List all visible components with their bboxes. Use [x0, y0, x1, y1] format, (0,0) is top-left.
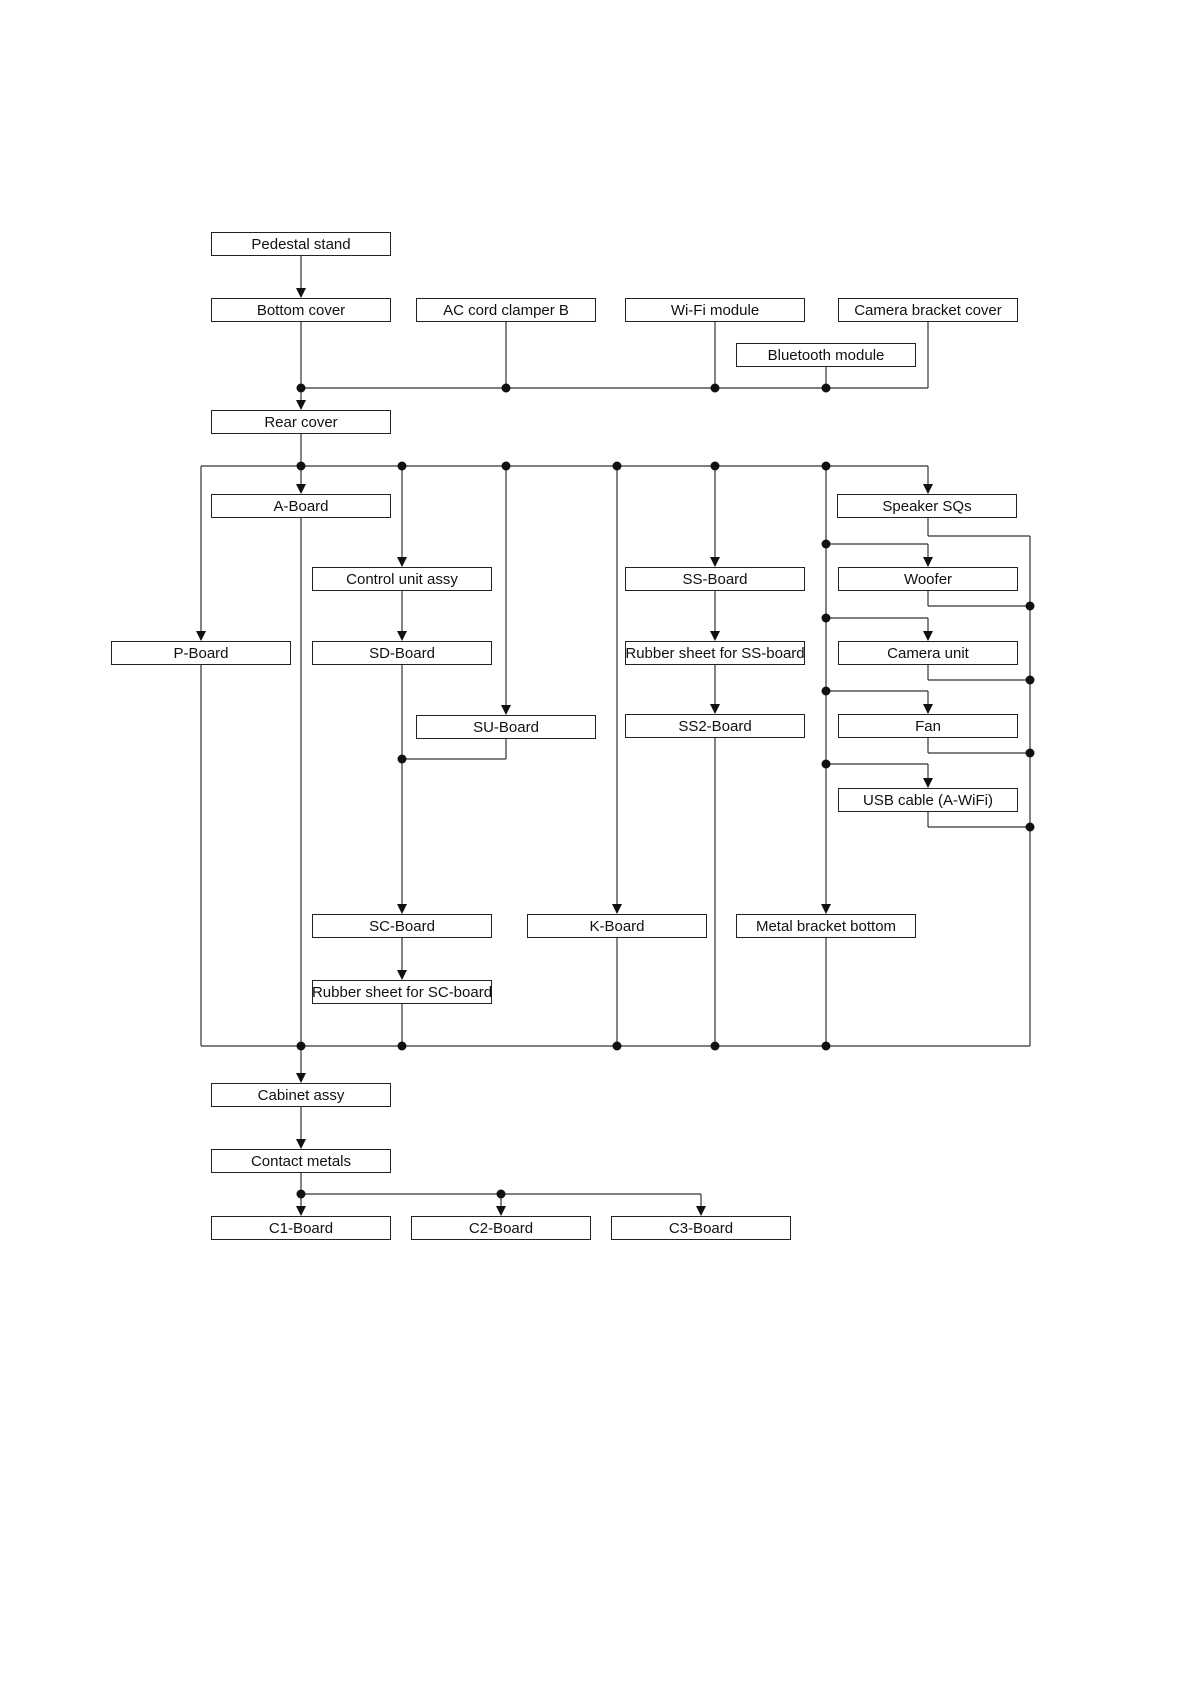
- node-label: USB cable (A-WiFi): [862, 791, 993, 809]
- node-label: Rubber sheet for SC-board: [311, 983, 493, 1001]
- node-label: SC-Board: [369, 917, 435, 935]
- node-bottom-cover: Bottom cover: [211, 298, 391, 322]
- node-ac-cord-clamper-b: AC cord clamper B: [416, 298, 596, 322]
- node-label: Rubber sheet for SS-board: [625, 644, 805, 662]
- node-label: Fan: [915, 717, 941, 735]
- node-sc-board: SC-Board: [312, 914, 492, 938]
- node-fan: Fan: [838, 714, 1018, 738]
- node-label: Speaker SQs: [882, 497, 972, 515]
- node-p-board: P-Board: [111, 641, 291, 665]
- node-c3-board: C3-Board: [611, 1216, 791, 1240]
- node-c2-board: C2-Board: [411, 1216, 591, 1240]
- node-rear-cover: Rear cover: [211, 410, 391, 434]
- node-a-board: A-Board: [211, 494, 391, 518]
- node-ss-board: SS-Board: [625, 567, 805, 591]
- node-label: P-Board: [173, 644, 229, 662]
- node-label: Bottom cover: [256, 301, 346, 319]
- node-label: SU-Board: [473, 718, 539, 736]
- node-label: Metal bracket bottom: [755, 917, 897, 935]
- node-ss2-board: SS2-Board: [625, 714, 805, 738]
- node-label: K-Board: [589, 917, 645, 935]
- node-label: SS-Board: [682, 570, 748, 588]
- node-label: Rear cover: [264, 413, 338, 431]
- node-label: Pedestal stand: [251, 235, 351, 253]
- node-contact-metals: Contact metals: [211, 1149, 391, 1173]
- node-label: C3-Board: [668, 1219, 734, 1237]
- node-woofer: Woofer: [838, 567, 1018, 591]
- node-bluetooth-module: Bluetooth module: [736, 343, 916, 367]
- node-label: C1-Board: [268, 1219, 334, 1237]
- node-k-board: K-Board: [527, 914, 707, 938]
- node-camera-bracket-cover: Camera bracket cover: [838, 298, 1018, 322]
- node-label: C2-Board: [468, 1219, 534, 1237]
- node-label: Bluetooth module: [767, 346, 885, 364]
- node-camera-unit: Camera unit: [838, 641, 1018, 665]
- node-cabinet-assy: Cabinet assy: [211, 1083, 391, 1107]
- node-sd-board: SD-Board: [312, 641, 492, 665]
- node-control-unit-assy: Control unit assy: [312, 567, 492, 591]
- node-label: Camera bracket cover: [854, 301, 1002, 319]
- node-label: SS2-Board: [678, 717, 752, 735]
- node-su-board: SU-Board: [416, 715, 596, 739]
- node-label: AC cord clamper B: [443, 301, 569, 319]
- node-rubber-sheet-ss-board: Rubber sheet for SS-board: [625, 641, 805, 665]
- node-metal-bracket-bottom: Metal bracket bottom: [736, 914, 916, 938]
- node-label: A-Board: [273, 497, 329, 515]
- node-label: Contact metals: [250, 1152, 352, 1170]
- node-speaker-sqs: Speaker SQs: [837, 494, 1017, 518]
- node-label: SD-Board: [369, 644, 435, 662]
- node-rubber-sheet-sc-board: Rubber sheet for SC-board: [312, 980, 492, 1004]
- node-pedestal-stand: Pedestal stand: [211, 232, 391, 256]
- node-label: Cabinet assy: [257, 1086, 345, 1104]
- node-c1-board: C1-Board: [211, 1216, 391, 1240]
- node-label: Camera unit: [887, 644, 969, 662]
- node-usb-cable: USB cable (A-WiFi): [838, 788, 1018, 812]
- node-label: Woofer: [903, 570, 953, 588]
- node-label: Wi-Fi module: [670, 301, 760, 319]
- node-wifi-module: Wi-Fi module: [625, 298, 805, 322]
- node-label: Control unit assy: [346, 570, 458, 588]
